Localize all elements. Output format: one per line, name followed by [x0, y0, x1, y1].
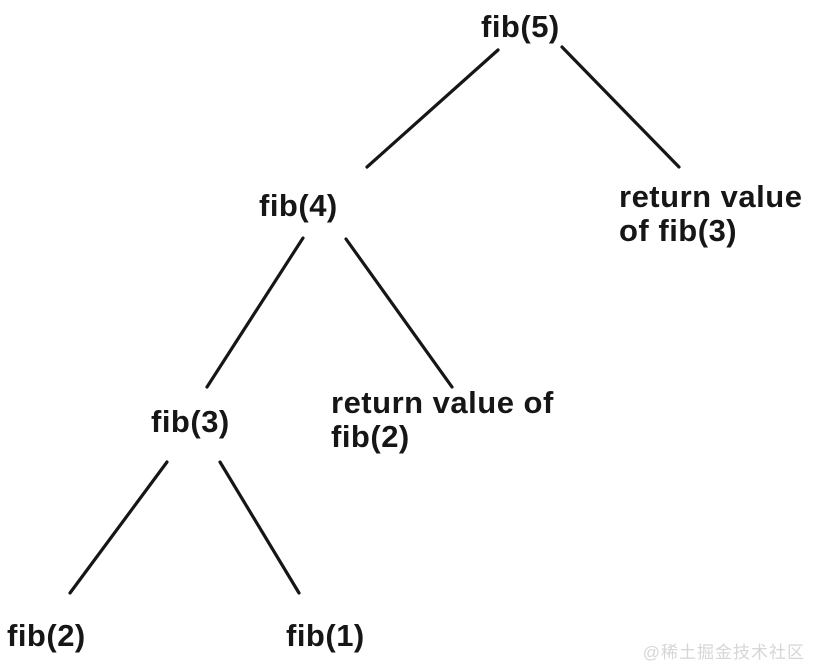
tree-node-fib1: fib(1): [286, 618, 365, 653]
tree-node-return-of-fib3: return value of fib(3): [619, 180, 802, 248]
tree-node-fib2: fib(2): [7, 618, 86, 653]
watermark-text: @稀土掘金技术社区: [642, 643, 805, 662]
edge-fib3-fib1: [218, 460, 301, 595]
edge-fib3-fib2: [68, 460, 169, 595]
return-fib3-line2: of fib(3): [619, 213, 738, 248]
tree-node-fib3: fib(3): [151, 404, 230, 439]
edge-fib5-fib4: [365, 48, 500, 169]
edge-fib4-return-fib2: [344, 237, 454, 389]
return-fib2-line1: return value of: [331, 385, 554, 420]
edge-fib4-fib3: [205, 236, 305, 389]
tree-node-fib5: fib(5): [481, 9, 560, 44]
edge-fib5-return-fib3: [560, 45, 681, 169]
return-fib2-line2: fib(2): [331, 419, 410, 454]
tree-node-return-of-fib2: return value of fib(2): [331, 386, 554, 454]
return-fib3-line1: return value: [619, 179, 803, 214]
tree-node-fib4: fib(4): [259, 188, 338, 223]
